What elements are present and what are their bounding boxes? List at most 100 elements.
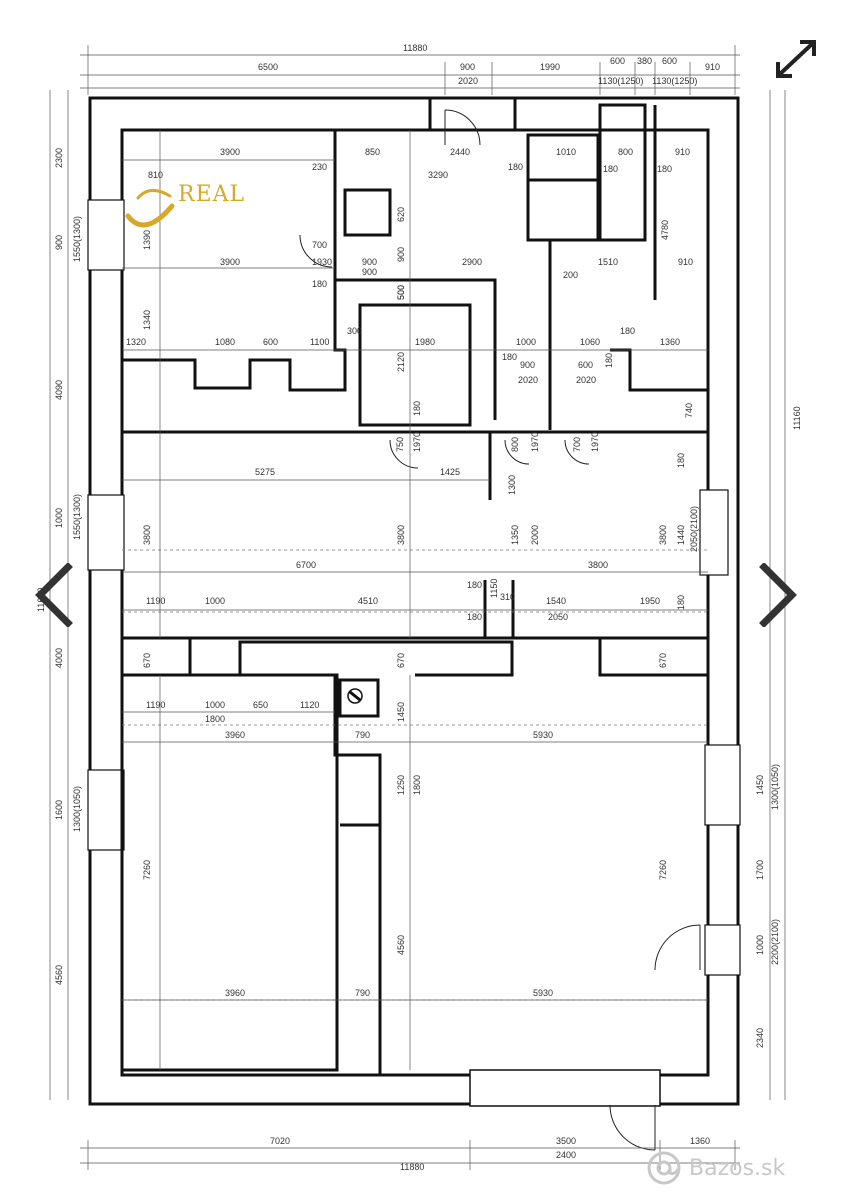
dim-r-62: 180 — [467, 580, 482, 590]
logo-text: REAL — [178, 182, 246, 207]
dim-left-2: 1550(1300) — [72, 216, 82, 262]
dim-r-60: 6700 — [296, 560, 316, 570]
dim-r-44: 1970 — [412, 432, 422, 452]
dim-r-40: 2120 — [396, 352, 406, 372]
dim-r-81: 3960 — [225, 730, 245, 740]
dim-r-31: 1320 — [126, 337, 146, 347]
dim-r-6: 800 — [618, 147, 633, 157]
dim-r-25: 300 — [347, 326, 362, 336]
dim-r-13: 700 — [312, 240, 327, 250]
dim-r-80: 1800 — [205, 714, 225, 724]
dim-misc-1: 500 — [396, 285, 406, 300]
dim-r-61: 3800 — [588, 560, 608, 570]
chevron-right-icon — [759, 563, 797, 627]
dim-r-69: 1950 — [640, 596, 660, 606]
dim-r-52: 180 — [676, 453, 686, 468]
real-logo: REAL — [120, 176, 270, 236]
watermark-text: Bazos.sk — [689, 1155, 786, 1181]
dim-r-32: 1080 — [215, 337, 235, 347]
real-logo-swoosh-icon — [125, 189, 175, 228]
dim-r-82: 1450 — [396, 702, 406, 722]
dim-r-26: 1980 — [415, 337, 435, 347]
dim-left-9: 1300(1050) — [72, 786, 82, 832]
chevron-left-icon — [35, 563, 73, 627]
dim-r-68: 1540 — [546, 596, 566, 606]
dim-r-36: 900 — [520, 360, 535, 370]
fullscreen-button[interactable] — [770, 34, 822, 86]
dim-top2-3: 1130(1250) — [652, 76, 697, 86]
dim-r-38: 2020 — [518, 375, 538, 385]
dim-r-48: 1970 — [590, 432, 600, 452]
dim-top2-1: 2020 — [458, 76, 478, 86]
dim-r-64: 1000 — [205, 596, 225, 606]
dim-r-49: 5275 — [255, 467, 275, 477]
dim-r-19: 910 — [678, 257, 693, 267]
dim-r-50: 1425 — [440, 467, 460, 477]
dim-r-33: 600 — [263, 337, 278, 347]
dim-misc-3: 180 — [604, 353, 614, 368]
dim-r-35: 1340 — [142, 310, 152, 330]
next-image-button[interactable] — [752, 555, 804, 635]
dim-r-90: 3960 — [225, 988, 245, 998]
dim-r-45: 800 — [510, 437, 520, 452]
dim-r-54: 3800 — [396, 525, 406, 545]
dim-r-56: 2000 — [530, 525, 540, 545]
dim-left-10: 4560 — [54, 965, 64, 985]
dim-misc-2: 180 — [502, 352, 517, 362]
dim-r-30: 1360 — [660, 337, 680, 347]
dim-r-4: 180 — [508, 162, 523, 172]
dim-r-76: 1190 — [146, 700, 165, 710]
dim-right-6: 2340 — [755, 1028, 765, 1048]
dim-r-55: 1350 — [510, 525, 520, 545]
dim-left-8: 1600 — [54, 800, 64, 820]
dim-bottom-1: 3500 — [556, 1136, 576, 1146]
dim-r-79: 1120 — [300, 700, 319, 710]
dim-top-total: 11880 — [403, 43, 427, 53]
dim-r-47: 700 — [572, 437, 582, 452]
dim-r-86: 1800 — [412, 775, 422, 795]
dim-top-1: 6500 — [258, 62, 278, 72]
dim-r-39: 2020 — [576, 375, 596, 385]
dim-r-17: 2900 — [462, 257, 482, 267]
dim-r-20: 200 — [563, 270, 578, 280]
dim-r-70: 180 — [467, 612, 482, 622]
dim-r-51: 1300 — [507, 475, 517, 495]
dim-top-3: 1990 — [540, 62, 560, 72]
dim-r-91: 790 — [355, 988, 370, 998]
dim-bottom-total: 11880 — [400, 1162, 424, 1172]
dim-left-1: 900 — [54, 235, 64, 250]
dim-r-10: 180 — [657, 164, 672, 174]
dim-top-4: 600 — [610, 56, 625, 66]
dim-right-1: 1450 — [755, 775, 765, 795]
dim-left-5: 1550(1300) — [72, 494, 82, 540]
dim-r-21: 180 — [312, 279, 327, 289]
dim-left-7: 4000 — [54, 648, 64, 668]
dim-r-23: 1390 — [142, 230, 152, 250]
dim-r-71: 180 — [676, 595, 686, 610]
dim-r-28: 1060 — [580, 337, 600, 347]
dim-bottom-3: 2400 — [556, 1150, 576, 1160]
expand-arrows-icon — [776, 40, 816, 78]
dim-r-41: 180 — [412, 401, 422, 416]
dim-r-12: 4780 — [660, 220, 670, 240]
bazos-watermark: Bazos.sk — [645, 1146, 785, 1190]
previous-image-button[interactable] — [28, 555, 80, 635]
dim-r-0: 3900 — [220, 147, 240, 157]
dim-right-3: 1700 — [755, 860, 765, 880]
dim-r-77: 1000 — [205, 700, 225, 710]
dim-r-2: 850 — [365, 147, 380, 157]
dim-r-22: 3900 — [220, 257, 240, 267]
dim-r-66: 310 — [500, 592, 515, 602]
dim-r-59: 2050(2100) — [689, 506, 699, 552]
dim-left-4: 1000 — [54, 508, 64, 528]
dim-r-8: 3290 — [428, 170, 448, 180]
dim-r-37: 600 — [578, 360, 593, 370]
dim-r-83: 790 — [355, 730, 370, 740]
dim-r-7: 910 — [675, 147, 690, 157]
dim-r-84: 5930 — [533, 730, 553, 740]
dim-r-74: 670 — [396, 653, 406, 668]
dim-r-34: 1100 — [310, 337, 329, 347]
bazos-at-icon — [647, 1151, 681, 1185]
dim-r-1: 230 — [312, 162, 327, 172]
dim-r-92: 5930 — [533, 988, 553, 998]
